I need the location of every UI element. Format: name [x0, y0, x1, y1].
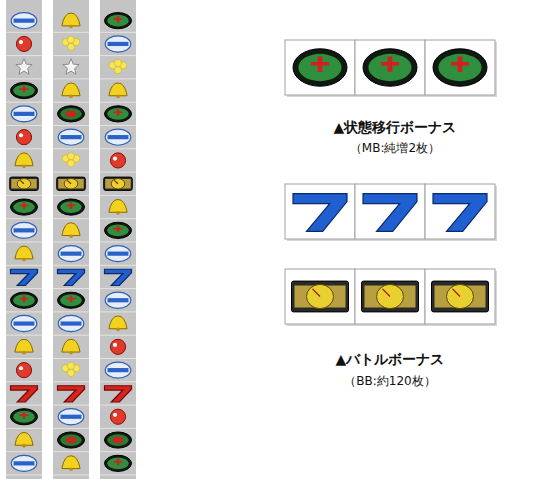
green-symbol [11, 199, 38, 215]
green-symbol [58, 292, 85, 308]
reel-strip [6, 0, 42, 479]
green-symbol [105, 455, 132, 471]
reel-strips [6, 0, 136, 479]
blue7-symbol [363, 194, 417, 232]
combinations [285, 40, 497, 326]
blue7-symbol [58, 269, 85, 285]
green-symbol [433, 49, 487, 86]
red7-symbol [58, 386, 85, 402]
symbol-cell [355, 184, 425, 239]
symbol-cell [355, 40, 425, 95]
reel-strip [53, 0, 89, 479]
bonus-detail: （BB:約120枚） [344, 373, 435, 390]
replay-symbol [105, 129, 131, 145]
bonus-caption: ▲バトルボーナス [336, 351, 445, 369]
green-symbol [11, 292, 38, 308]
cherry-symbol [110, 153, 125, 168]
replay-symbol [58, 129, 84, 145]
star-symbol [63, 59, 79, 74]
bell-symbol [62, 13, 80, 28]
replay-symbol [105, 292, 131, 308]
symbol-cell [355, 269, 425, 324]
bell-symbol [62, 339, 80, 354]
green-symbol [58, 199, 85, 215]
bell-symbol [15, 432, 33, 447]
green-symbol [293, 49, 347, 86]
melon-symbol [58, 432, 85, 448]
blue7-symbol [105, 269, 132, 285]
symbol-cell [425, 40, 495, 95]
reel-strip [100, 0, 136, 479]
bonus-detail: （MB:純増2枚） [350, 140, 440, 157]
bell-symbol [109, 316, 127, 331]
bell-symbol [109, 199, 127, 214]
green-symbol [105, 106, 132, 122]
bell-symbol [15, 153, 33, 168]
bar-symbol [57, 177, 86, 190]
star-symbol [16, 59, 32, 74]
symbol-cell [425, 269, 495, 324]
replay-symbol [11, 455, 37, 471]
cherry-symbol [16, 363, 31, 378]
bonus-caption: ▲状態移行ボーナス [334, 119, 457, 137]
green-symbol [105, 13, 132, 29]
yellow-symbol [109, 59, 127, 73]
symbol-cell [285, 269, 355, 324]
bar-symbol [432, 281, 489, 312]
replay-symbol [58, 315, 84, 331]
red7-symbol [105, 386, 132, 402]
replay-symbol [11, 315, 37, 331]
blue7-symbol [293, 194, 347, 232]
bar-symbol [292, 281, 349, 312]
melon-symbol [58, 106, 85, 122]
bell-symbol [62, 223, 80, 238]
cherry-symbol [16, 36, 31, 51]
symbol-cell [285, 40, 355, 95]
symbol-cell [285, 184, 355, 239]
replay-symbol [11, 106, 37, 122]
replay-symbol [58, 409, 84, 425]
green-symbol [11, 82, 38, 98]
green-symbol [363, 49, 417, 86]
blue7-symbol [433, 194, 487, 232]
symbol-cell [425, 184, 495, 239]
replay-symbol [11, 222, 37, 238]
red7-symbol [11, 386, 38, 402]
replay-symbol [105, 246, 131, 262]
cherry-symbol [16, 130, 31, 145]
yellow-symbol [62, 362, 80, 376]
green-symbol [11, 409, 38, 425]
cherry-symbol [110, 409, 125, 424]
bar-symbol [104, 177, 133, 190]
bell-symbol [62, 456, 80, 471]
replay-symbol [105, 36, 131, 52]
melon-symbol [105, 432, 132, 448]
yellow-symbol [62, 153, 80, 167]
bar-symbol [362, 281, 419, 312]
replay-symbol [105, 362, 131, 378]
yellow-symbol [62, 36, 80, 50]
bell-symbol [15, 246, 33, 261]
green-symbol [105, 222, 132, 238]
cherry-symbol [110, 339, 125, 354]
blue7-symbol [11, 269, 38, 285]
bell-symbol [109, 83, 127, 98]
bell-symbol [15, 339, 33, 354]
bell-symbol [62, 83, 80, 98]
bar-symbol [10, 177, 39, 190]
replay-symbol [58, 246, 84, 262]
replay-symbol [11, 13, 37, 29]
